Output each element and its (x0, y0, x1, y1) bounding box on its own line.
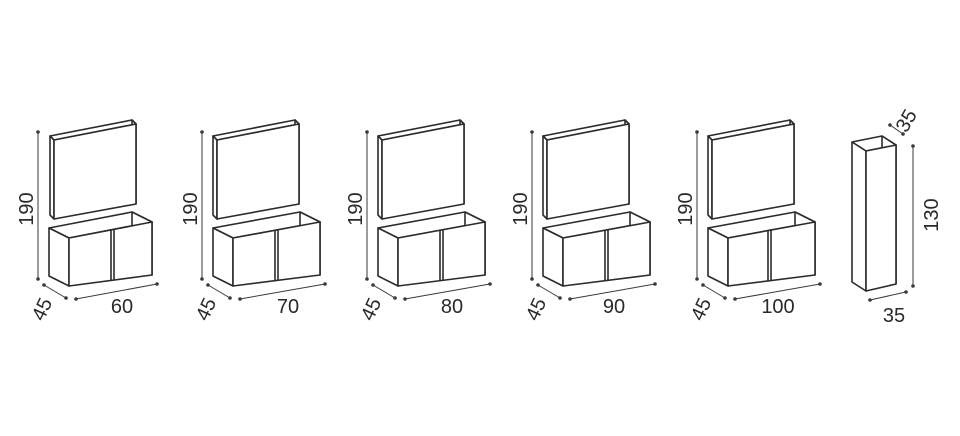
mirror-panel (377, 119, 465, 220)
cabinet (212, 211, 321, 287)
height-label: 190 (675, 192, 697, 225)
cabinet (542, 211, 651, 287)
depth-label: 45 (687, 295, 716, 324)
width-label: 60 (111, 296, 133, 318)
mirror-panel (212, 119, 300, 220)
height-label: 190 (16, 192, 38, 225)
unit-100: 190 45 100 (675, 119, 822, 324)
dimension-lines (200, 130, 327, 301)
width-label: 70 (277, 296, 299, 318)
depth-label: 45 (357, 295, 386, 324)
unit-80: 190 45 80 (345, 119, 492, 324)
unit-70: 190 45 70 (180, 119, 327, 324)
height-label: 130 (921, 198, 943, 231)
mirror-panel (707, 119, 795, 220)
dimension-lines (695, 130, 822, 301)
tall-column-unit: 35 130 35 (851, 106, 943, 327)
height-label: 190 (345, 192, 367, 225)
width-label: 100 (761, 296, 794, 318)
depth-label: 45 (28, 295, 57, 324)
depth-label: 35 (892, 106, 922, 136)
mirror-panel (542, 119, 630, 220)
dimension-lines (868, 123, 915, 302)
column-cabinet (851, 135, 897, 292)
depth-label: 45 (192, 295, 221, 324)
unit-90: 190 45 90 (510, 119, 657, 324)
unit-60: 190 45 60 (16, 119, 159, 324)
height-label: 190 (510, 192, 532, 225)
dimension-lines (530, 130, 657, 301)
dimension-lines (36, 130, 159, 301)
cabinet (377, 211, 486, 287)
width-label: 35 (883, 305, 905, 327)
width-label: 80 (441, 296, 463, 318)
height-label: 190 (180, 192, 202, 225)
width-label: 90 (603, 296, 625, 318)
depth-label: 45 (522, 295, 551, 324)
cabinet (707, 211, 816, 287)
mirror-panel (49, 119, 137, 220)
dimension-lines (365, 130, 492, 301)
cabinet (48, 211, 153, 287)
